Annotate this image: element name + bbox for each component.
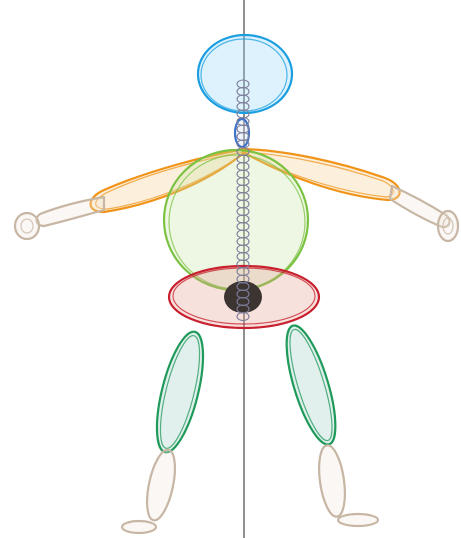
left-shin (142, 447, 180, 522)
right-foot (338, 514, 378, 526)
head (198, 35, 292, 113)
left-thigh (148, 327, 213, 456)
left-forearm (37, 197, 104, 226)
left-foot (122, 521, 156, 533)
right-thigh (277, 321, 346, 450)
right-hand (438, 211, 458, 241)
left-leg (122, 327, 212, 533)
right-shin (315, 444, 349, 519)
head-shape (198, 35, 292, 113)
right-leg (277, 321, 378, 526)
left-hand (15, 213, 39, 239)
